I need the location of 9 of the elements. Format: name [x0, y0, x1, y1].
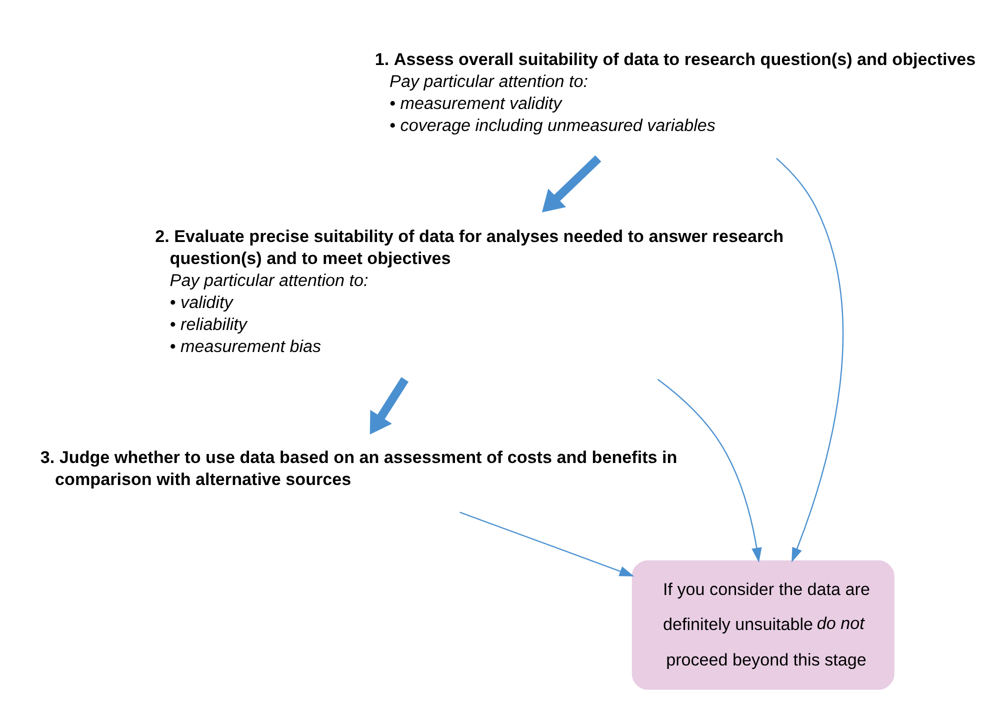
node-box: If you consider the data are definitely unsuitable do not proceed beyond this stage [632, 560, 894, 690]
node-text: 1. Assess overall suitability of data to research question(s) and objectives Pay particular attention to: • measurement validity • coverage including unmeasured variables [374, 49, 976, 134]
node-text: 2. Evaluate precise suitability of data for analyses needed to answer research question(s) and to meet objectives Pay particular attention to: • validity • reliability • measurement bias [155, 226, 784, 356]
arrow [370, 376, 409, 434]
arrow [657, 378, 762, 562]
arrow [776, 157, 844, 562]
arrow [460, 511, 634, 576]
node-text: 3. Judge whether to use data based on an assessment of costs and benefits in comparison with alternative sources [40, 447, 678, 488]
arrow [542, 154, 602, 212]
